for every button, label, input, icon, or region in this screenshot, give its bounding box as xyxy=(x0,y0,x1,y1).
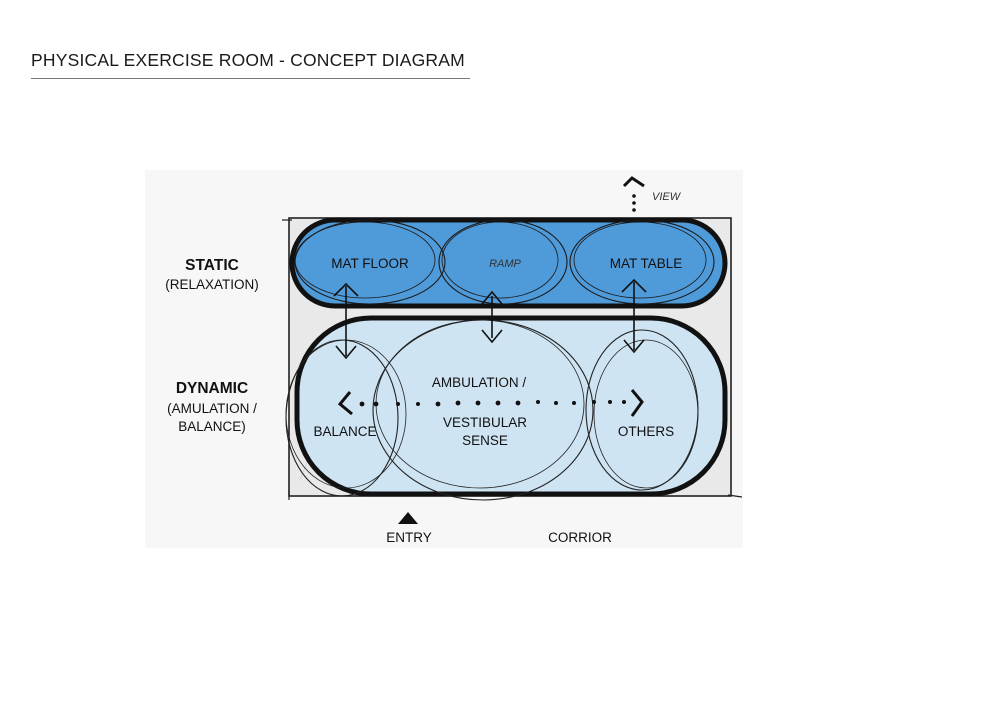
view-label: VIEW xyxy=(652,191,682,203)
others-label: OTHERS xyxy=(618,424,674,439)
dynamic-sublabel-2: BALANCE) xyxy=(178,419,246,434)
mat-floor-label: MAT FLOOR xyxy=(331,256,409,271)
static-label: STATIC xyxy=(185,257,239,274)
static-sublabel: (RELAXATION) xyxy=(165,277,259,292)
mat-table-label: MAT TABLE xyxy=(610,256,683,271)
corridor-label: CORRIOR xyxy=(548,530,612,545)
entry-arrow-icon xyxy=(398,512,418,524)
balance-label: BALANCE xyxy=(313,424,376,439)
page-title: PHYSICAL EXERCISE ROOM - CONCEPT DIAGRAM xyxy=(31,50,465,70)
static-zone xyxy=(289,217,728,309)
ambulation-label-3: SENSE xyxy=(462,433,508,448)
dynamic-zone xyxy=(285,315,728,501)
dynamic-label: DYNAMIC xyxy=(176,380,248,397)
dynamic-sublabel-1: (AMULATION / xyxy=(167,401,257,416)
path-end-marker xyxy=(630,389,644,417)
ramp-label: RAMP xyxy=(489,258,521,270)
title-underline xyxy=(31,78,470,79)
circulation-path xyxy=(359,400,626,407)
connection-arrows xyxy=(333,278,647,360)
entry-label: ENTRY xyxy=(386,530,432,545)
ambulation-label-2: VESTIBULAR xyxy=(443,415,527,430)
path-start-marker xyxy=(337,391,353,416)
view-arrow-icon xyxy=(622,176,645,212)
ambulation-label-1: AMBULATION / xyxy=(432,375,527,390)
